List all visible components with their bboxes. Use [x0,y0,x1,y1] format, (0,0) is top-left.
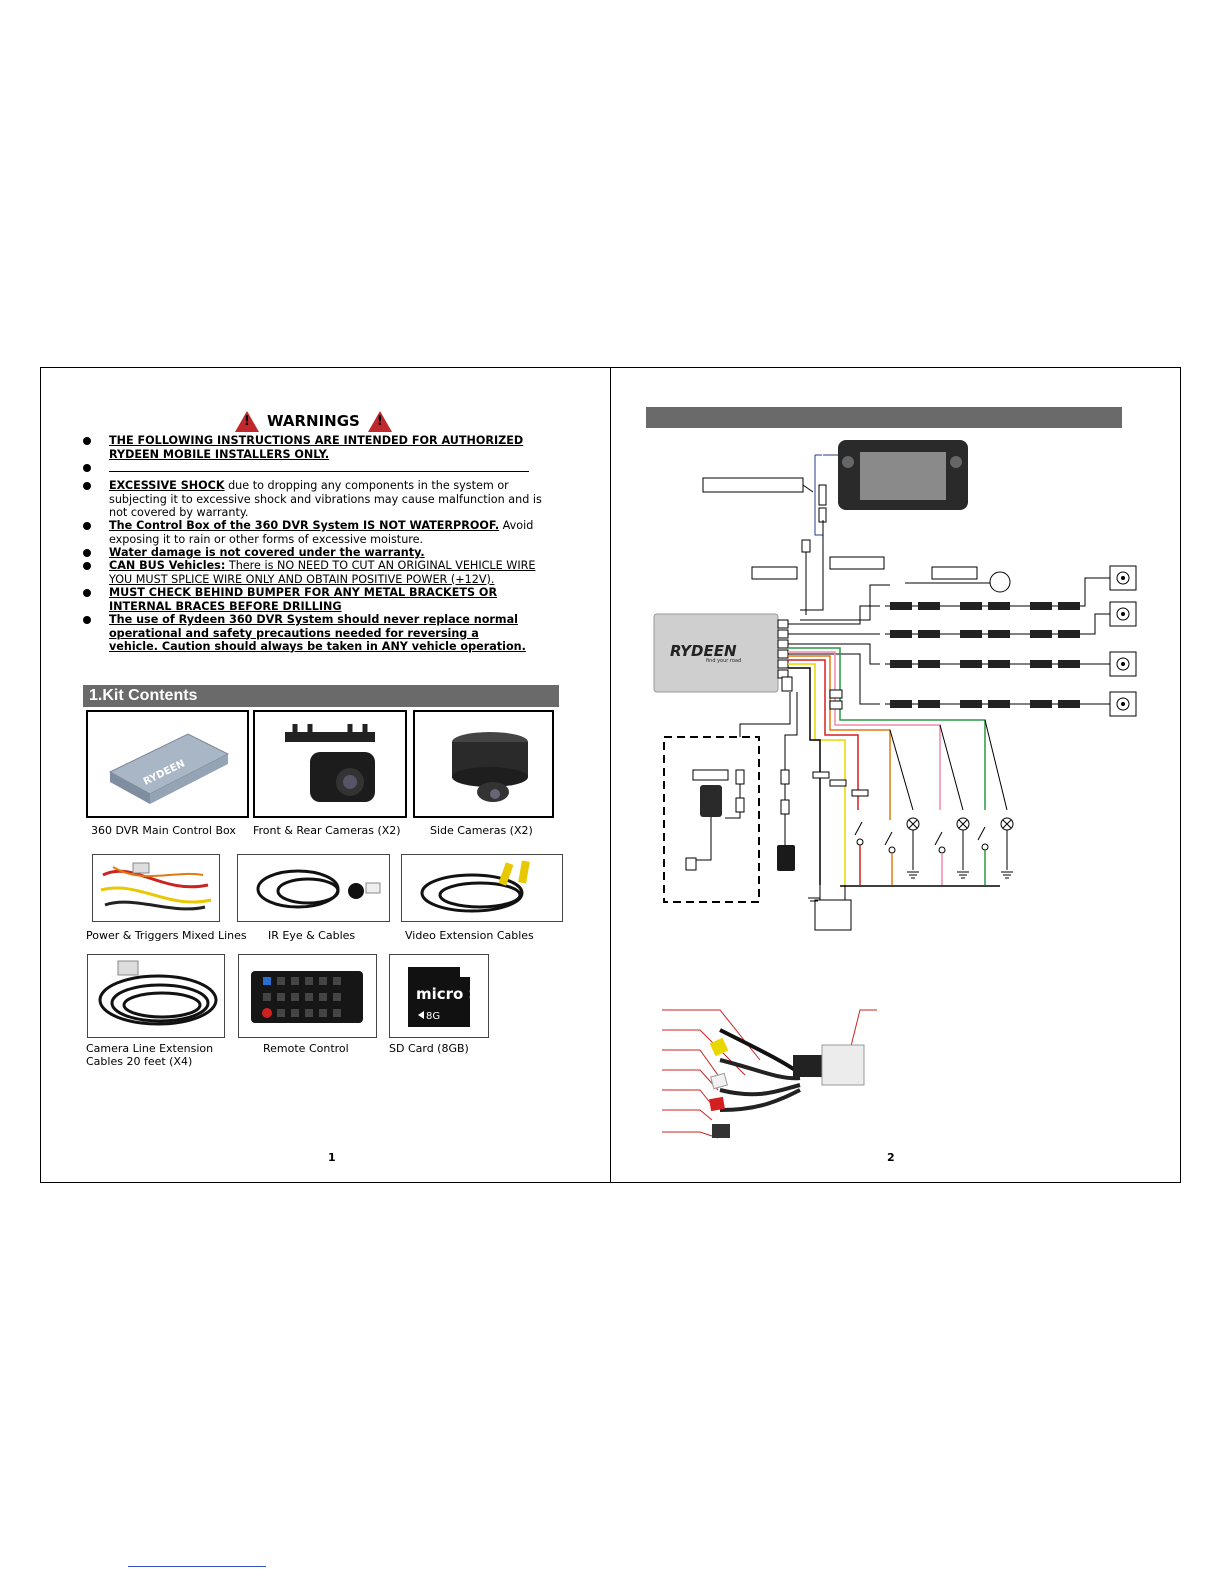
page-number: 1 [328,1151,336,1164]
remote-control-photo [238,954,377,1038]
camera-extension-cable-photo [87,954,225,1038]
callout-box [931,566,978,580]
kit-caption: 360 DVR Main Control Box [91,824,236,837]
camera-icon [1109,565,1137,717]
kit-caption: Front & Rear Cameras (X2) [253,824,401,837]
blank-underline [109,471,529,472]
battery-icon [814,899,852,931]
bullet-icon [83,464,91,472]
bullet-icon [83,482,91,490]
ir-eye-cables-photo [237,854,390,922]
kit-caption: Camera Line Extension Cables 20 feet (X4… [86,1042,214,1068]
kit-caption: Video Extension Cables [405,929,534,942]
front-rear-camera-photo [253,710,407,818]
warning-item: The Control Box of the 360 DVR System IS… [109,519,534,546]
bullet-icon [83,562,91,570]
warnings-title: WARNINGS [267,412,360,430]
diagram-brand: RYDEEN [670,642,737,660]
footer-hyperlink-underline[interactable] [128,1566,266,1567]
kit-caption: Power & Triggers Mixed Lines [86,929,247,942]
bullet-icon [83,616,91,624]
warning-triangle-icon [235,410,259,432]
sd-logo-text: micro SD [416,985,488,1003]
warning-item: CAN BUS Vehicles: There is NO NEED TO CU… [109,559,536,586]
sd-card-photo: micro SD 8G [389,954,489,1038]
side-camera-photo [413,710,554,818]
callout-box [702,477,804,493]
callout-box [751,566,798,580]
kit-caption: Remote Control [263,1042,349,1055]
sd-size-text: 8G [426,1011,440,1022]
diagram-tagline: find your road [706,658,741,664]
bullet-icon [83,589,91,597]
kit-caption: IR Eye & Cables [268,929,356,942]
warning-item: MUST CHECK BEHIND BUMPER FOR ANY METAL B… [109,586,498,613]
warning-triangle-icon [367,410,392,432]
kit-contents-heading: 1.Kit Contents [83,685,559,707]
warning-item: THE FOLLOWING INSTRUCTIONS ARE INTENDED … [109,434,524,461]
kit-caption: SD Card (8GB) [389,1042,469,1055]
page-divider [610,367,611,1183]
head-unit-icon [838,440,968,510]
page-number: 2 [887,1151,895,1164]
harness-cable-photo [662,1009,877,1139]
bullet-icon [83,522,91,530]
control-box-photo: RYDEEN [86,710,249,818]
bullet-icon [83,437,91,445]
warning-item: Water damage is not covered under the wa… [109,546,425,559]
video-extension-cables-photo [401,854,563,922]
wiring-diagram: RYDEEN find your road [653,440,1137,1139]
kit-caption: Side Cameras (X2) [430,824,533,837]
warnings-heading: WARNINGS [235,408,395,434]
section-header-bar [646,407,1122,428]
bullet-icon [83,549,91,557]
warning-item: The use of Rydeen 360 DVR System should … [109,613,526,653]
warning-item: EXCESSIVE SHOCK due to dropping any comp… [109,479,542,519]
power-trigger-lines-photo [92,854,220,922]
callout-box [829,556,885,570]
